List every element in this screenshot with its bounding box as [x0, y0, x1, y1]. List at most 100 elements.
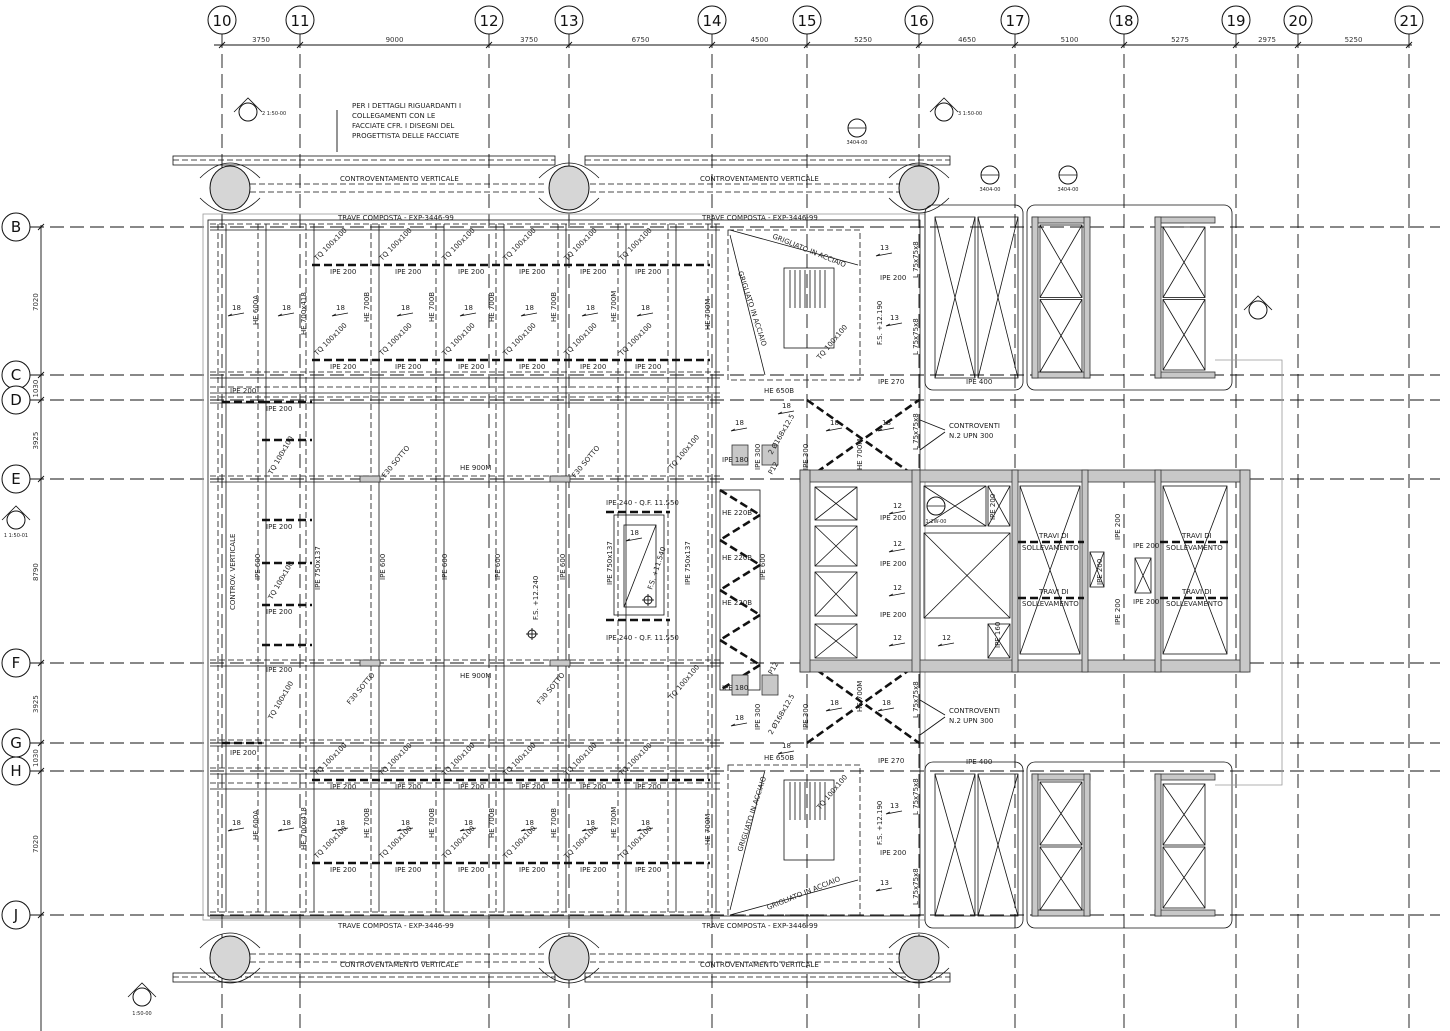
braces-label: CONTROVENTI	[949, 422, 1000, 430]
span-label: 18	[282, 819, 291, 827]
grid-label-row: E	[11, 470, 20, 488]
concrete-cores	[799, 204, 1283, 929]
f30-plate	[359, 659, 381, 667]
row-dimension: 7020	[32, 835, 40, 853]
facade-note-line: COLLEGAMENTI CON LE	[352, 112, 435, 120]
core-wall	[1154, 773, 1216, 781]
shaft-cross	[814, 525, 858, 567]
small-column	[731, 444, 749, 466]
small-column	[731, 674, 749, 696]
grid-label-column: 15	[797, 12, 816, 30]
grid-label-column: 16	[909, 12, 928, 30]
member-label: HE 220B	[722, 554, 752, 562]
shaft-cross	[977, 773, 1019, 917]
grid-label-row: J	[13, 906, 18, 924]
span-direction-arrow-icon	[888, 510, 906, 515]
shaft-cross	[1089, 551, 1105, 588]
member-label: HE 700B	[550, 292, 558, 322]
dimension-tick	[565, 41, 573, 49]
core-wall	[1011, 469, 1019, 673]
shaft-cross	[1162, 226, 1206, 298]
span-label: 18	[882, 419, 891, 427]
shaft-cross	[923, 532, 1011, 619]
stair-shaft	[977, 216, 1019, 379]
dimension-tick	[485, 41, 493, 49]
tq-label: TQ 100x100	[501, 321, 538, 358]
grid-label-column: 17	[1005, 12, 1024, 30]
column-dimension: 4650	[958, 36, 976, 44]
shaft-cross	[1019, 485, 1081, 655]
grid-label-column: 20	[1288, 12, 1307, 30]
ipe200-label: IPE 200	[395, 268, 421, 276]
tq-label: TQ 100x100	[562, 226, 599, 263]
shaft-cross	[1162, 846, 1206, 909]
ipe200-label: IPE 200	[458, 268, 484, 276]
grating-diagonal	[729, 769, 766, 911]
row-dimension: 3925	[32, 695, 40, 713]
shaft-cross	[1162, 485, 1228, 655]
dimension-tick	[218, 41, 226, 49]
column-collar	[538, 162, 600, 214]
facade-note-line: PER I DETTAGLI RIGUARDANTI I	[352, 102, 461, 110]
section-mark-arrow-icon	[1243, 295, 1273, 311]
member-label: HE 700B	[488, 292, 496, 322]
lift-shaft	[1019, 485, 1081, 655]
dimension-tick	[296, 41, 304, 49]
member-label: IPE 600	[254, 554, 262, 580]
braces-label: CONTROVENTI	[949, 707, 1000, 715]
grid-label-column: 19	[1226, 12, 1245, 30]
stair-flight	[783, 267, 835, 349]
section-mark-arrow-icon	[127, 982, 157, 998]
ipe200-label: IPE 200	[230, 749, 256, 757]
member-label: HE 600A	[252, 295, 260, 325]
lift-shaft	[923, 532, 1011, 619]
shaft	[987, 485, 1011, 527]
core-wall	[1031, 773, 1039, 917]
grid-label-column: 18	[1114, 12, 1133, 30]
dimension-tick	[915, 41, 923, 49]
detail-mark-code: 3404-00	[980, 187, 1001, 193]
core-wall	[1031, 909, 1091, 917]
f30-label: F30 SOTTO	[535, 671, 567, 706]
member-label: L 75x75x8	[912, 681, 920, 718]
lifting-beam-label: SOLLEVAMENTO	[1166, 544, 1223, 552]
grating-label: GRIGLIATO IN ACCIAIO	[736, 270, 768, 347]
span-direction-arrow-icon	[459, 827, 477, 832]
tq-label: TQ 100x100	[312, 321, 349, 358]
shaft-cross	[1039, 846, 1083, 911]
dimension-tick	[37, 767, 45, 775]
tq-label: TQ 100x100	[617, 321, 654, 358]
ipe200-label: IPE 200	[330, 268, 356, 276]
ipe200-label: IPE 200	[458, 363, 484, 371]
grid-label-column: 14	[702, 12, 721, 30]
ipe240-label: IPE 240 - Q.F. 11.550	[606, 634, 679, 642]
chs-diagonal	[719, 513, 761, 542]
member-label: HE 700M	[610, 291, 618, 322]
column-collar	[199, 932, 261, 984]
tq-label: TQ 100x100	[501, 824, 538, 861]
tq-label: TQ 100x100	[440, 824, 477, 861]
span-direction-arrow-icon	[888, 548, 906, 553]
core-wall	[799, 469, 1249, 483]
chs-diagonal	[719, 563, 761, 592]
section-mark-code: 1 1:50-01	[4, 533, 28, 539]
ipe400-label: IPE 400	[966, 758, 992, 766]
composite-beam-label: TRAVE COMPOSTA - EXP-3446-99	[701, 922, 818, 930]
span-label: 18	[464, 304, 473, 312]
grid-label-column: 11	[290, 12, 309, 30]
dimension-tick	[1232, 41, 1240, 49]
span-direction-arrow-icon	[520, 312, 538, 317]
shaft-cross	[1134, 557, 1152, 594]
floor-level-label: F.S. +12.190	[876, 801, 884, 845]
span-direction-arrow-icon	[636, 827, 654, 832]
perimeter-column	[548, 165, 590, 211]
row-dimension: 7020	[32, 293, 40, 311]
slab-edge	[202, 213, 926, 921]
floor-opening	[613, 514, 665, 616]
ipe270-label: IPE 270	[878, 757, 904, 765]
lifting-beam-label: SOLLEVAMENTO	[1022, 600, 1079, 608]
member-label: HE 700B	[363, 292, 371, 322]
span-label: 12	[893, 584, 902, 592]
dimension-tick	[37, 371, 45, 379]
column-dimension: 3750	[520, 36, 538, 44]
